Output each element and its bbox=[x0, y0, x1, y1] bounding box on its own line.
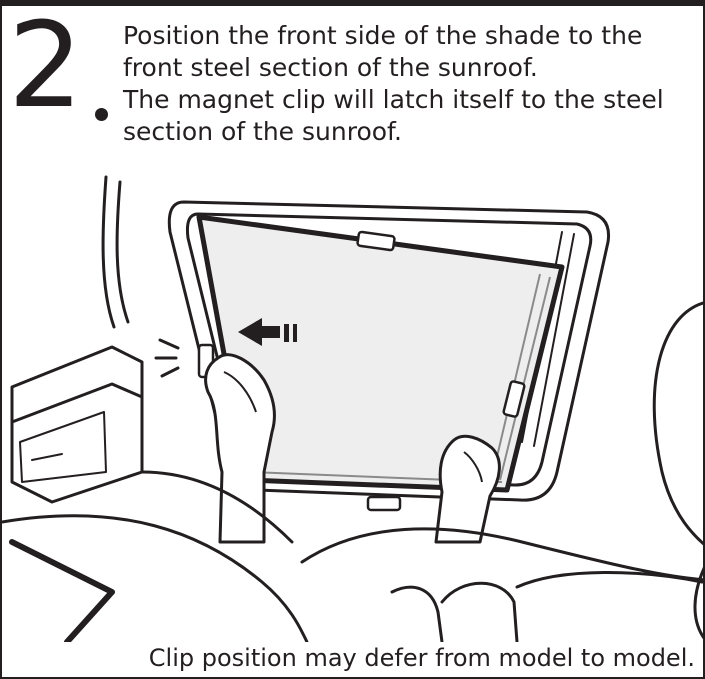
cabin-curve bbox=[440, 581, 519, 642]
cabin-curve bbox=[2, 514, 309, 642]
shade-edge-highlight bbox=[491, 273, 541, 479]
instruction-line: front steel section of the sunroof. bbox=[123, 53, 538, 82]
magnet-clip-icon bbox=[502, 380, 526, 418]
caption-note: Clip position may defer from model to mo… bbox=[142, 643, 695, 673]
latch-burst-icon bbox=[154, 338, 180, 378]
top-rule bbox=[2, 2, 703, 6]
magnet-clip-icon bbox=[356, 230, 396, 252]
step-number: 2 bbox=[8, 0, 83, 134]
magnet-clip-icon bbox=[366, 495, 402, 512]
shade-edge-highlight bbox=[499, 276, 551, 481]
cabin-curve bbox=[140, 470, 294, 544]
headliner-edge bbox=[115, 180, 130, 324]
step-number-dot bbox=[95, 108, 108, 121]
sunroof-rail bbox=[533, 233, 575, 447]
hand-icon bbox=[204, 353, 276, 544]
headliner-right bbox=[652, 301, 703, 546]
instruction-line: The magnet clip will latch itself to the… bbox=[123, 85, 664, 114]
cabin-curve bbox=[515, 571, 703, 589]
instruction-line: section of the sunroof. bbox=[123, 117, 402, 146]
instruction-text: Position the front side of the shade to … bbox=[123, 20, 693, 148]
instruction-line: Position the front side of the shade to … bbox=[123, 21, 643, 50]
overhead-console bbox=[10, 345, 144, 504]
hand-icon bbox=[434, 434, 501, 544]
a-pillar bbox=[101, 175, 116, 329]
sunroof-opening-outer bbox=[167, 200, 611, 502]
sunroof-illustration bbox=[2, 175, 703, 642]
seat-belt bbox=[9, 539, 115, 642]
cabin-curve bbox=[300, 527, 703, 582]
sunroof-opening-inner bbox=[186, 212, 593, 487]
cabin-curve bbox=[390, 585, 444, 642]
right-seat-edge bbox=[693, 567, 703, 640]
arrow-left-icon bbox=[238, 318, 297, 346]
